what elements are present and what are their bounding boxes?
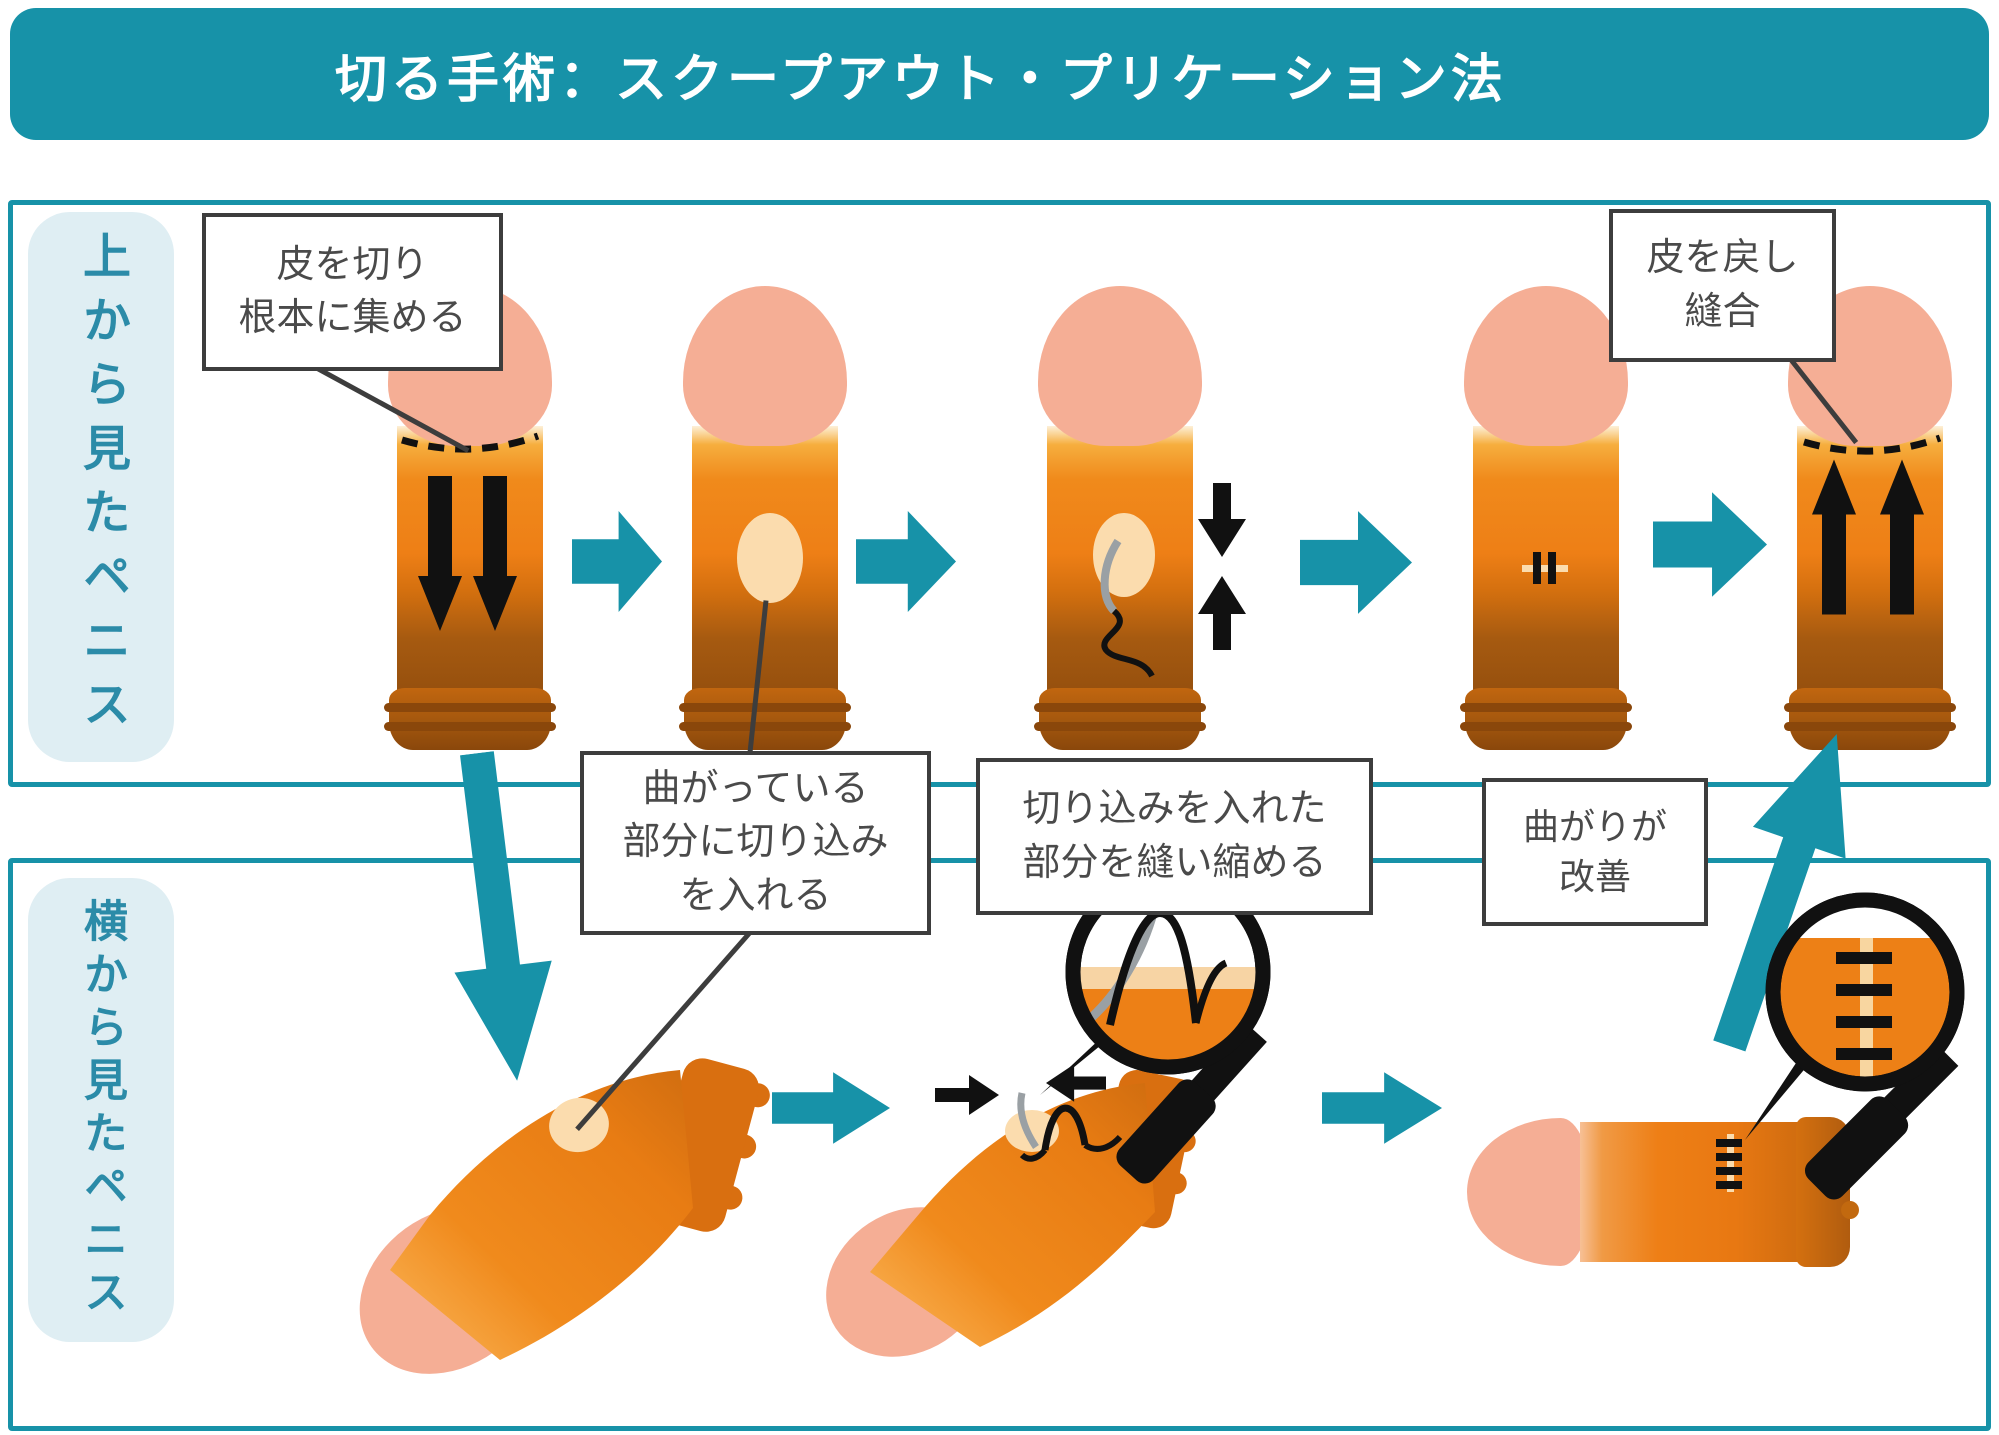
magnifier-handle bbox=[1804, 1044, 1959, 1200]
curved-penis-illustration bbox=[359, 1058, 770, 1374]
suture-thread-icon bbox=[1017, 1092, 1123, 1162]
compress-up-arrow-icon bbox=[1198, 576, 1246, 650]
step-arrow-icon bbox=[1322, 1072, 1442, 1144]
base-wrinkles-shape bbox=[1784, 688, 1956, 750]
pull-up-arrow-icon bbox=[1812, 459, 1856, 615]
diagonal-up-arrow-icon bbox=[1682, 718, 1884, 1063]
panel-bottom-label: 横から見たペニス bbox=[77, 898, 126, 1322]
step-arrow-icon bbox=[1653, 492, 1767, 597]
step-arrow-icon bbox=[856, 511, 956, 612]
callout-cut-skin: 皮を切り 根本に集める bbox=[202, 213, 503, 371]
diagonal-down-arrow-icon bbox=[427, 747, 566, 1087]
pull-up-arrow-icon bbox=[1880, 459, 1924, 615]
dashed-incision-line bbox=[401, 432, 540, 453]
magnifier-suture-detail bbox=[1040, 869, 1271, 1184]
panel-top-label: 上から見たペニス bbox=[75, 231, 128, 743]
shaft-shape bbox=[390, 1070, 693, 1360]
page-title: 切る手術：スクープアウト・プリケーション法 bbox=[335, 50, 1507, 109]
push-left-arrow-icon bbox=[1046, 1064, 1106, 1102]
suture-mark-bar bbox=[1716, 1153, 1742, 1161]
shaft-shape bbox=[870, 1083, 1155, 1347]
step-arrow-icon bbox=[772, 1072, 890, 1144]
step-arrow-icon bbox=[1300, 511, 1412, 614]
magnifier-suture-detail bbox=[1745, 892, 1965, 1200]
step-arrow-icon bbox=[572, 511, 662, 612]
suture-site-line bbox=[1522, 565, 1568, 572]
scoop-site-oval bbox=[737, 513, 803, 603]
base-wrinkles-shape bbox=[384, 688, 556, 750]
glans-shape bbox=[1464, 286, 1628, 446]
suture-mark-bar bbox=[1548, 552, 1556, 584]
dashed-incision-line bbox=[1803, 434, 1942, 455]
pull-down-arrow-icon bbox=[473, 476, 517, 631]
base-wrinkles-shape bbox=[679, 688, 851, 750]
callout-suture-shrink: 切り込みを入れた 部分を縫い縮める bbox=[976, 758, 1373, 915]
panel-top-label-box: 上から見たペニス bbox=[28, 212, 174, 762]
suture-mark-bar bbox=[1716, 1139, 1742, 1147]
step3-suture-illustration bbox=[1034, 286, 1206, 752]
shaft-shape bbox=[397, 426, 543, 692]
step4-sutured-illustration bbox=[1460, 286, 1632, 752]
shaft-shape bbox=[1473, 426, 1619, 692]
step2-scoop-out-illustration bbox=[679, 286, 851, 752]
step5-skin-returned-illustration bbox=[1784, 286, 1956, 752]
base-ridge bbox=[1841, 1201, 1859, 1219]
shaft-shape bbox=[1797, 426, 1943, 692]
suture-site-line bbox=[1727, 1134, 1734, 1192]
magnifier-handle bbox=[1116, 1021, 1267, 1184]
glans-shape bbox=[683, 286, 847, 446]
panel-bottom-label-box: 横から見たペニス bbox=[28, 878, 174, 1342]
glans-shape bbox=[1038, 286, 1202, 446]
suture-mark-bar bbox=[1533, 552, 1541, 584]
pull-down-arrow-icon bbox=[418, 476, 462, 631]
straightened-shaft-shape bbox=[1580, 1122, 1802, 1262]
compress-down-arrow-icon bbox=[1198, 483, 1246, 557]
callout-curve-improved: 曲がりが 改善 bbox=[1482, 778, 1708, 926]
suture-mark-bar bbox=[1716, 1167, 1742, 1175]
callout-incision: 曲がっている 部分に切り込み を入れる bbox=[580, 751, 931, 935]
title-bar: 切る手術：スクープアウト・プリケーション法 bbox=[10, 8, 1989, 140]
base-wrinkles-shape bbox=[1034, 688, 1206, 750]
push-right-arrow-icon bbox=[935, 1075, 999, 1115]
base-wrinkles-shape bbox=[1460, 688, 1632, 750]
suture-mark-bar bbox=[1716, 1181, 1742, 1189]
callout-return-skin: 皮を戻し 縫合 bbox=[1609, 209, 1836, 362]
suture-thread-icon bbox=[1100, 538, 1155, 678]
